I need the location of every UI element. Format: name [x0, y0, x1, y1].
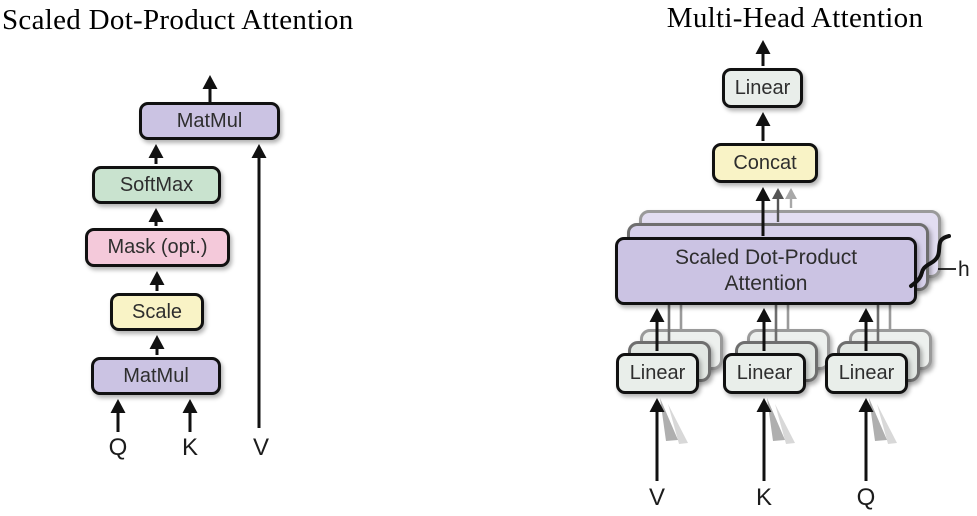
- scale-box: Scale: [110, 293, 204, 331]
- left-panel-title: Scaled Dot-Product Attention: [2, 4, 354, 36]
- linear-q-label: Linear: [838, 362, 895, 384]
- input-label-k-left: K: [181, 434, 198, 461]
- input-label-q-right: Q: [856, 484, 876, 511]
- linear-output-box: Linear: [722, 68, 803, 108]
- linear-q-box: Linear: [825, 353, 908, 394]
- linear-output-label: Linear: [734, 76, 791, 99]
- matmul-bottom-label: MatMul: [123, 364, 189, 387]
- softmax-label: SoftMax: [119, 173, 194, 196]
- input-shadow-q-dark: [869, 398, 887, 441]
- input-label-v-right: V: [648, 484, 665, 511]
- matmul-top-box: MatMul: [139, 102, 280, 140]
- input-shadow-v-light: [668, 404, 688, 444]
- concat-label: Concat: [733, 151, 797, 174]
- matmul-top-label: MatMul: [176, 109, 243, 132]
- linear-k-label: Linear: [736, 362, 793, 384]
- linear-v-label: Linear: [629, 362, 686, 384]
- sdpa-label-line1: Scaled Dot-Product: [674, 245, 858, 269]
- linear-k-box: Linear: [723, 353, 806, 394]
- input-shadow-q-light: [877, 404, 897, 444]
- heads-count-label: h: [958, 258, 970, 281]
- concat-box: Concat: [712, 143, 818, 183]
- sdpa-label: Scaled Dot-Product Attention: [675, 245, 857, 298]
- mask-box: Mask (opt.): [85, 228, 230, 267]
- input-shadow-k-light: [775, 404, 795, 444]
- scaled-dot-product-attention-box: Scaled Dot-Product Attention: [615, 237, 917, 305]
- sdpa-label-line2: Attention: [724, 272, 808, 295]
- input-shadow-k-dark: [767, 398, 785, 441]
- input-label-k-right: K: [755, 484, 772, 511]
- mask-label: Mask (opt.): [107, 236, 208, 258]
- matmul-bottom-box: MatMul: [91, 357, 221, 395]
- softmax-box: SoftMax: [92, 166, 221, 204]
- input-label-q-left: Q: [108, 434, 128, 461]
- linear-v-box: Linear: [616, 353, 699, 394]
- input-label-v-left: V: [252, 434, 269, 461]
- scale-label: Scale: [131, 300, 183, 323]
- right-panel-title: Multi-Head Attention: [666, 2, 924, 34]
- input-shadow-v-dark: [660, 398, 678, 441]
